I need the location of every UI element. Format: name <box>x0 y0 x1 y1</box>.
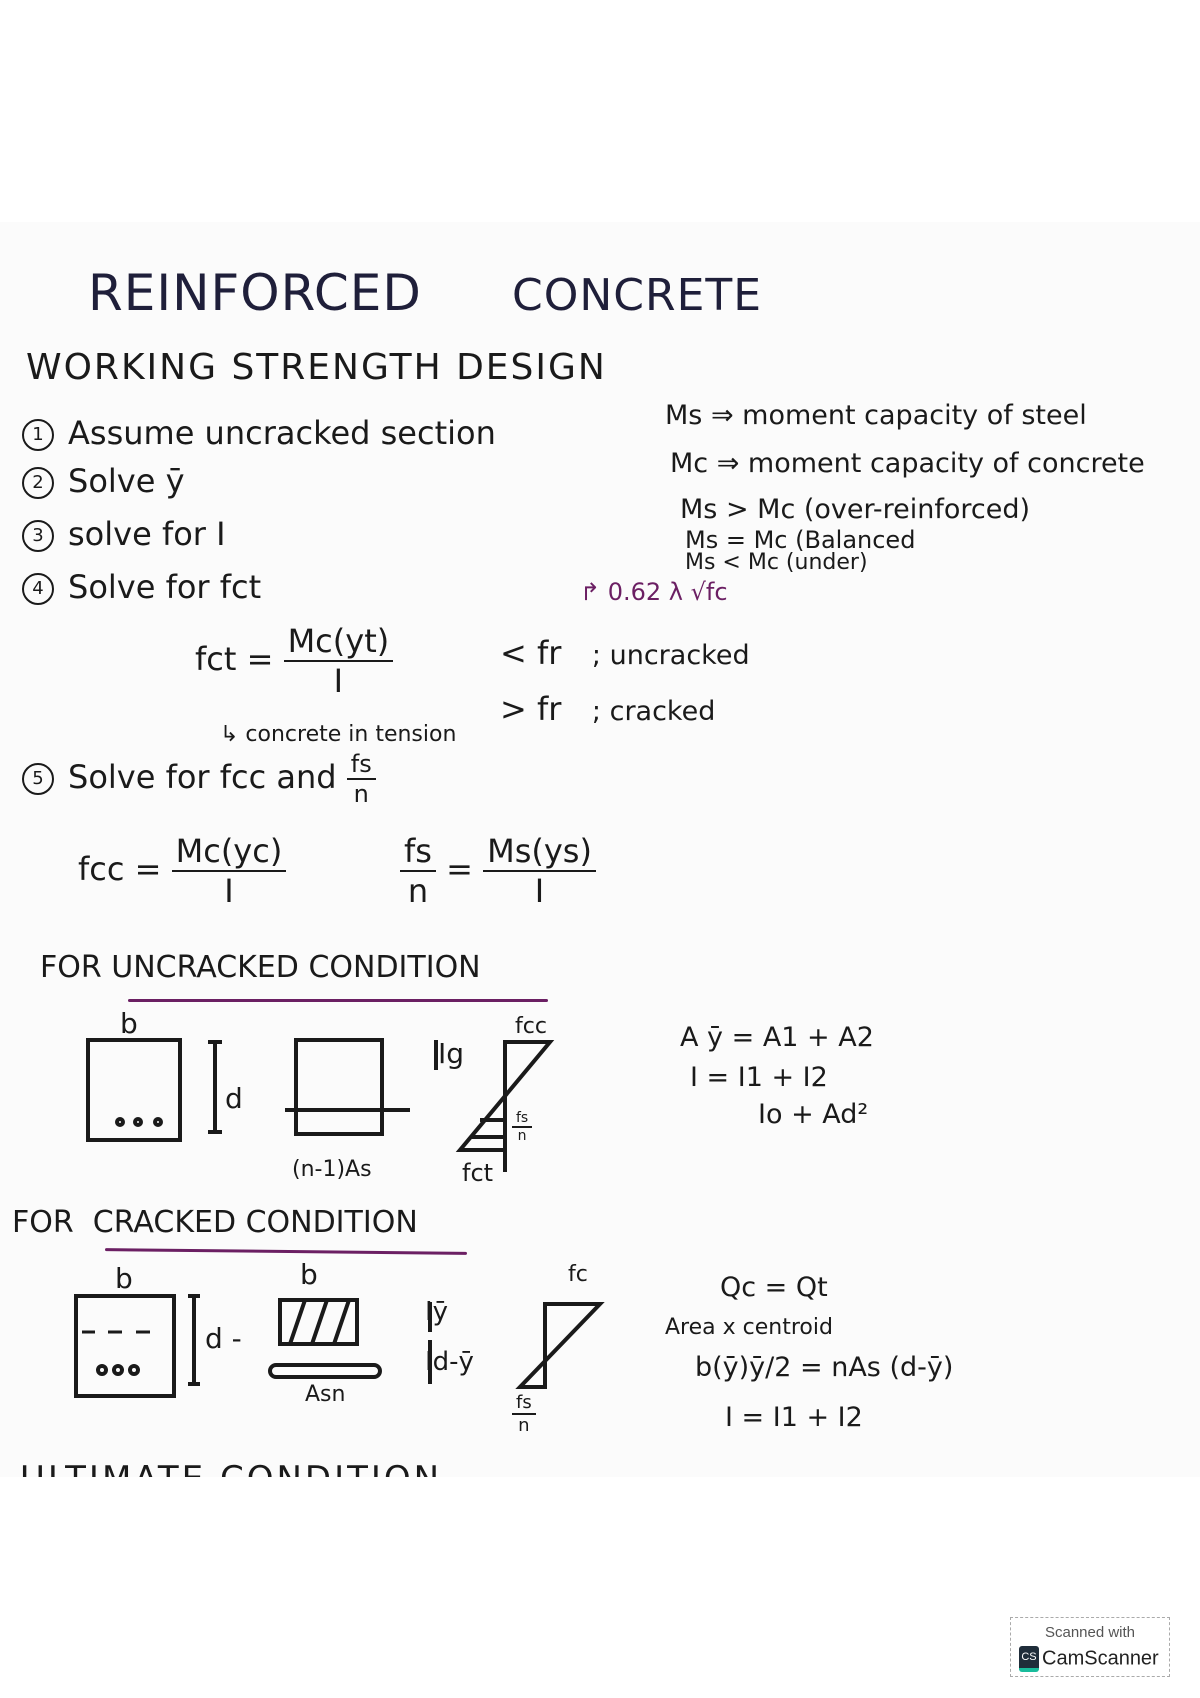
label-ybar: Iȳ <box>425 1297 449 1327</box>
note-ms: Ms ⇒ moment capacity of steel <box>665 400 1087 431</box>
title-reinforced: REINFORCED <box>88 264 422 322</box>
ultimate-heading-cut: ULTIMATE CONDITION <box>20 1459 442 1477</box>
cracked-label-b2: b <box>300 1258 318 1291</box>
label-fcc: fcc <box>515 1014 547 1039</box>
label-d: d <box>225 1082 243 1115</box>
uncracked-heading: FOR UNCRACKED CONDITION <box>40 950 481 985</box>
compression-zone <box>278 1298 359 1346</box>
cracked-label-d: d - <box>205 1322 242 1355</box>
fct-note: ↳ concrete in tension <box>220 722 457 747</box>
label-asn: Asn <box>305 1382 346 1407</box>
label-fct: fct <box>462 1159 494 1187</box>
cracked-eq-2: Area x centroid <box>665 1315 833 1340</box>
note-under: Ms < Mc (under) <box>685 550 868 575</box>
condition-cracked: > fr ; cracked <box>500 690 716 728</box>
note-mc: Mc ⇒ moment capacity of concrete <box>670 448 1145 479</box>
cracked-diagrams <box>74 1294 605 1398</box>
fcc-formula: fcc = Mc(yc)I <box>78 832 287 910</box>
rebar <box>133 1117 143 1127</box>
rebar <box>128 1364 140 1376</box>
uncracked-eq-2: I = I1 + I2 <box>690 1062 828 1093</box>
label-transformed-steel: (n-1)As <box>292 1157 372 1182</box>
cracked-beam-section <box>74 1294 176 1398</box>
rebar <box>96 1364 108 1376</box>
fct-formula: fct = Mc(yt)I <box>195 622 394 700</box>
note-balanced: Ms = Mc (Balanced <box>685 526 916 554</box>
uncracked-underline <box>128 999 548 1002</box>
cracked-d-dimension <box>188 1294 200 1386</box>
uncracked-diagrams <box>86 1038 555 1172</box>
cracked-heading: FOR CRACKED CONDITION <box>12 1205 418 1240</box>
note-over: Ms > Mc (over-reinforced) <box>680 494 1031 525</box>
rebar <box>115 1117 125 1127</box>
transformed-steel <box>268 1363 382 1379</box>
cracked-eq-1: Qc = Qt <box>720 1272 828 1303</box>
cracked-label-b: b <box>115 1262 133 1295</box>
condition-uncracked: < fr ; uncracked <box>500 634 750 672</box>
label-d-minus-ybar: Id-ȳ <box>425 1347 474 1377</box>
title-concrete: CONCRETE <box>512 270 763 321</box>
d-dimension <box>208 1040 222 1134</box>
stress-diagram <box>455 1040 555 1172</box>
transformed-section <box>285 1038 410 1136</box>
hatch <box>288 1299 351 1345</box>
subtitle: WORKING STRENGTH DESIGN <box>26 347 607 388</box>
fr-formula: ↱ 0.62 λ √fc <box>580 578 728 606</box>
label-b: b <box>120 1007 138 1040</box>
label-ig: Ig <box>438 1037 465 1070</box>
uncracked-eq-3: Io + Ad² <box>758 1099 869 1130</box>
cracked-eq-3: b(ȳ)ȳ/2 = nAs (d-ȳ) <box>695 1352 954 1383</box>
beam-section <box>86 1038 182 1142</box>
camscanner-logo-icon: CS <box>1019 1646 1039 1672</box>
cracked-eq-4: I = I1 + I2 <box>725 1402 863 1433</box>
cracked-stress-diagram <box>515 1302 605 1389</box>
scanned-page: REINFORCED CONCRETE WORKING STRENGTH DES… <box>0 222 1200 1477</box>
rebar <box>112 1364 124 1376</box>
rebar <box>153 1117 163 1127</box>
uncracked-eq-1: A ȳ = A1 + A2 <box>680 1022 874 1053</box>
label-fc: fc <box>568 1262 588 1287</box>
